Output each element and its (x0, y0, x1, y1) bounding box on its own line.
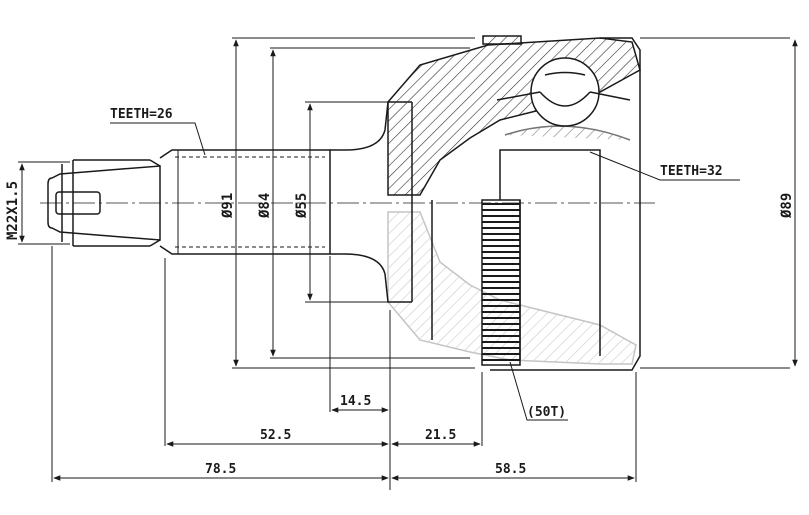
splined-shaft (159, 149, 331, 255)
len-58-5-label: 58.5 (495, 462, 526, 477)
length-dims (51, 246, 637, 490)
len-14-5-label: 14.5 (340, 394, 371, 409)
len-21-5-label: 21.5 (425, 428, 456, 443)
diameter-dims (18, 37, 798, 369)
dia-91-label: Ø91 (220, 193, 236, 219)
shaft-neck (330, 101, 412, 303)
threaded-stub (47, 159, 161, 247)
dia-84-label: Ø84 (257, 193, 273, 219)
bell-housing-section-upper (387, 37, 641, 196)
thread-label: M22X1.5 (5, 181, 21, 240)
len-52-5-label: 52.5 (260, 428, 291, 443)
leader-lines (110, 122, 740, 421)
abs-ring-label: (50T) (527, 405, 566, 420)
ball-cage (496, 57, 631, 141)
dia-55-label: Ø55 (294, 193, 310, 219)
dia-89-label: Ø89 (779, 193, 795, 219)
teeth-stem-label: TEETH=26 (110, 107, 173, 122)
teeth-bell-label: TEETH=32 (660, 164, 723, 179)
len-78-5-label: 78.5 (205, 462, 236, 477)
abs-tone-ring (481, 199, 521, 366)
